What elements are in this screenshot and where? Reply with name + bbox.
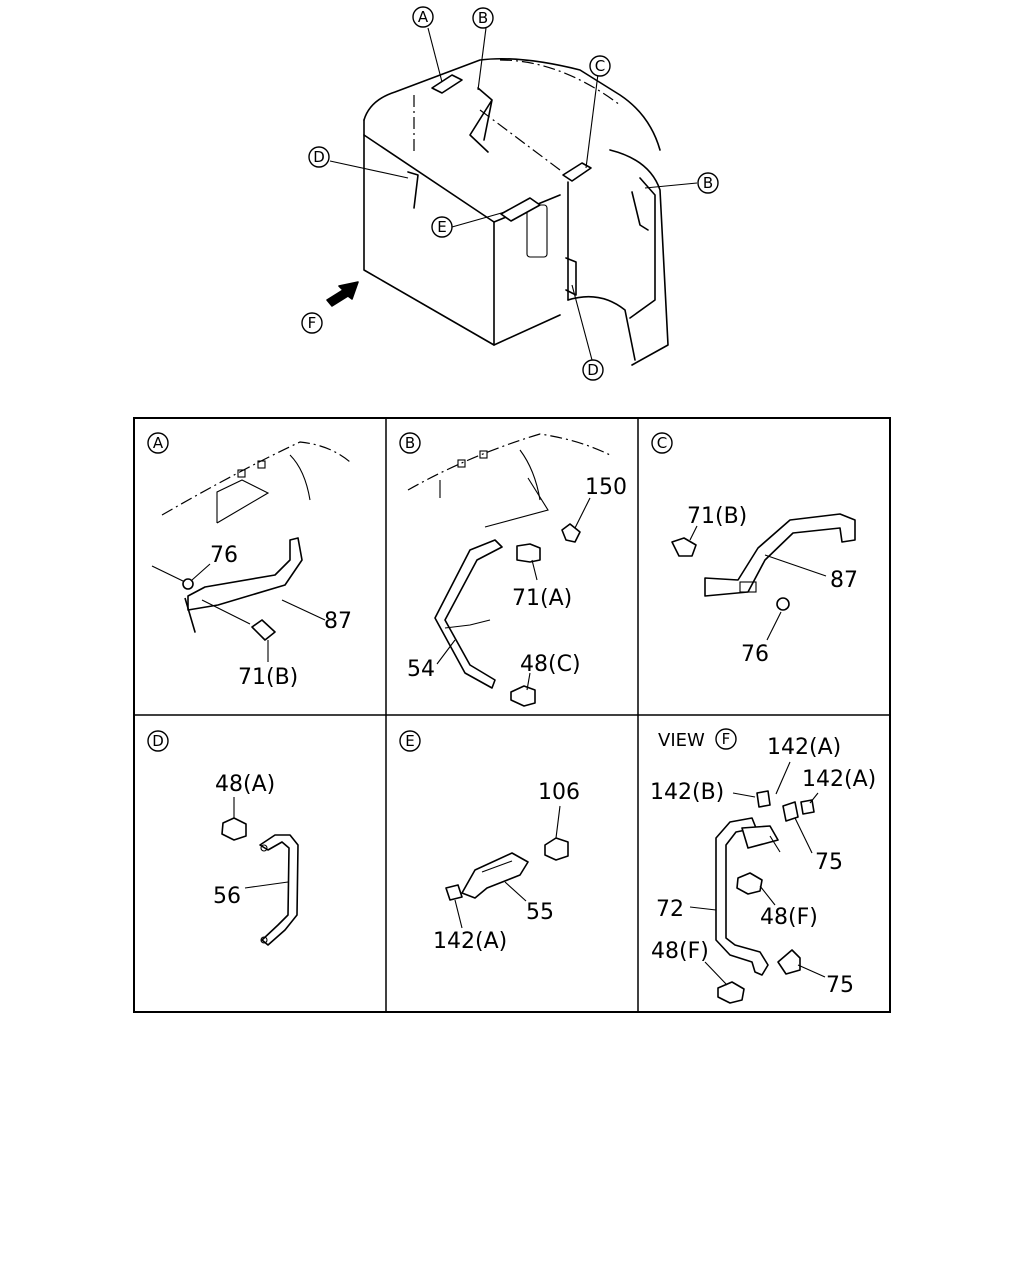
svg-text:48(C): 48(C)	[520, 652, 581, 677]
svg-text:D: D	[152, 732, 164, 750]
svg-text:71(A): 71(A)	[512, 586, 572, 611]
callout-top-b: B	[472, 7, 494, 29]
svg-text:87: 87	[830, 568, 858, 593]
svg-text:87: 87	[324, 609, 352, 634]
svg-text:106: 106	[538, 780, 580, 805]
svg-text:48(F): 48(F)	[760, 905, 818, 930]
panel-b: B 150 71(A) 48(C) 54	[399, 432, 627, 707]
svg-text:B: B	[478, 9, 488, 27]
panel-f: VIEW F 142(A) 142(B) 142(A) 75 72 48(F) …	[650, 728, 876, 1004]
svg-text:150: 150	[585, 475, 627, 500]
svg-text:VIEW: VIEW	[658, 730, 705, 751]
svg-text:142(A): 142(A)	[767, 735, 841, 760]
svg-text:D: D	[587, 361, 599, 379]
panel-d: D 48(A) 56	[147, 730, 299, 946]
detail-grid	[133, 417, 891, 1013]
svg-text:E: E	[405, 732, 414, 750]
callout-right-b: B	[697, 172, 719, 194]
svg-text:75: 75	[815, 850, 843, 875]
callout-center-e: E	[431, 216, 453, 238]
svg-text:F: F	[722, 730, 731, 748]
svg-text:71(B): 71(B)	[687, 504, 747, 529]
cab-overview	[326, 27, 698, 366]
svg-text:54: 54	[407, 657, 435, 682]
svg-text:F: F	[308, 314, 317, 332]
panel-c: C 71(B) 87 76	[651, 432, 858, 667]
callout-bottom-d: D	[582, 359, 604, 381]
callout-top-a: A	[412, 6, 434, 28]
svg-text:C: C	[595, 57, 605, 75]
svg-text:48(F): 48(F)	[651, 939, 709, 964]
panel-a: A 76 87 71(B)	[147, 432, 352, 690]
svg-text:D: D	[313, 148, 325, 166]
svg-text:142(A): 142(A)	[433, 929, 507, 954]
svg-text:E: E	[437, 218, 446, 236]
svg-text:B: B	[703, 174, 713, 192]
svg-text:71(B): 71(B)	[238, 665, 298, 690]
svg-text:142(B): 142(B)	[650, 780, 724, 805]
svg-text:55: 55	[526, 900, 554, 925]
svg-text:72: 72	[656, 897, 684, 922]
svg-text:142(A): 142(A)	[802, 767, 876, 792]
callout-left-d: D	[308, 146, 330, 168]
svg-text:48(A): 48(A)	[215, 772, 275, 797]
view-arrow	[326, 281, 359, 307]
callout-top-c: C	[589, 55, 611, 77]
svg-text:C: C	[657, 434, 667, 452]
svg-text:76: 76	[210, 543, 238, 568]
svg-text:A: A	[153, 434, 164, 452]
callout-view-f: F	[301, 312, 323, 334]
svg-text:75: 75	[826, 973, 854, 998]
svg-text:56: 56	[213, 884, 241, 909]
panel-e: E 106 55 142(A)	[399, 730, 580, 954]
svg-text:76: 76	[741, 642, 769, 667]
svg-text:B: B	[405, 434, 415, 452]
svg-text:A: A	[418, 8, 429, 26]
